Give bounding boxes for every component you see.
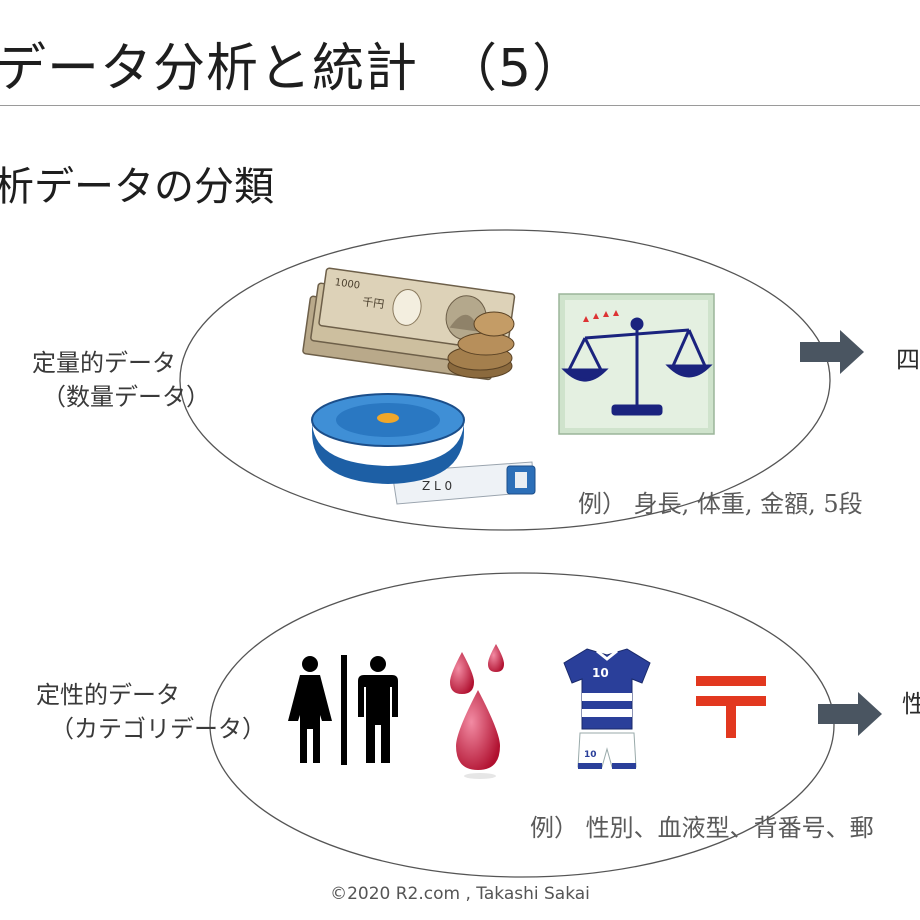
title-divider — [0, 105, 920, 106]
jersey-icon: 10 10 — [563, 648, 651, 769]
quantitative-result: 四 — [896, 346, 920, 374]
qualitative-example: 例） 性別、血液型、背番号、郵 — [530, 814, 874, 842]
jersey-number: 10 — [592, 666, 609, 680]
tape-marks: Z L 0 — [422, 479, 452, 493]
arrow-right-icon — [818, 692, 882, 736]
qualitative-ellipse — [209, 572, 835, 878]
shorts-number: 10 — [584, 750, 597, 760]
restroom-icon — [288, 655, 398, 765]
arrow-right-icon — [800, 330, 864, 374]
quantitative-label-line2: （数量データ） — [42, 383, 210, 411]
slide-subtitle: 析データの分類 — [0, 164, 274, 210]
slide-title: データ分析と統計 （5） — [0, 39, 586, 99]
copyright-footer: ©2020 R2.com , Takashi Sakai — [330, 884, 590, 904]
scale-icon — [558, 293, 715, 435]
quantitative-label: 定量的データ （数量データ） — [32, 346, 210, 414]
qualitative-result: 性 — [902, 690, 920, 718]
qualitative-label: 定性的データ （カテゴリデータ） — [36, 678, 266, 746]
postal-mark-icon — [696, 676, 766, 738]
coins-icon — [447, 311, 515, 379]
qualitative-label-line2: （カテゴリデータ） — [50, 715, 266, 743]
qualitative-label-line1: 定性的データ — [36, 681, 180, 709]
quantitative-example: 例） 身長, 体重, 金額, 5段 — [578, 490, 863, 518]
banknote-number: 1000 — [334, 277, 361, 291]
blood-drops-icon — [450, 644, 504, 779]
tape-measure-icon: Z L 0 — [311, 393, 536, 505]
quantitative-ellipse — [179, 229, 831, 531]
quantitative-label-line1: 定量的データ — [32, 349, 176, 377]
banknote-text: 千円 — [361, 295, 385, 311]
